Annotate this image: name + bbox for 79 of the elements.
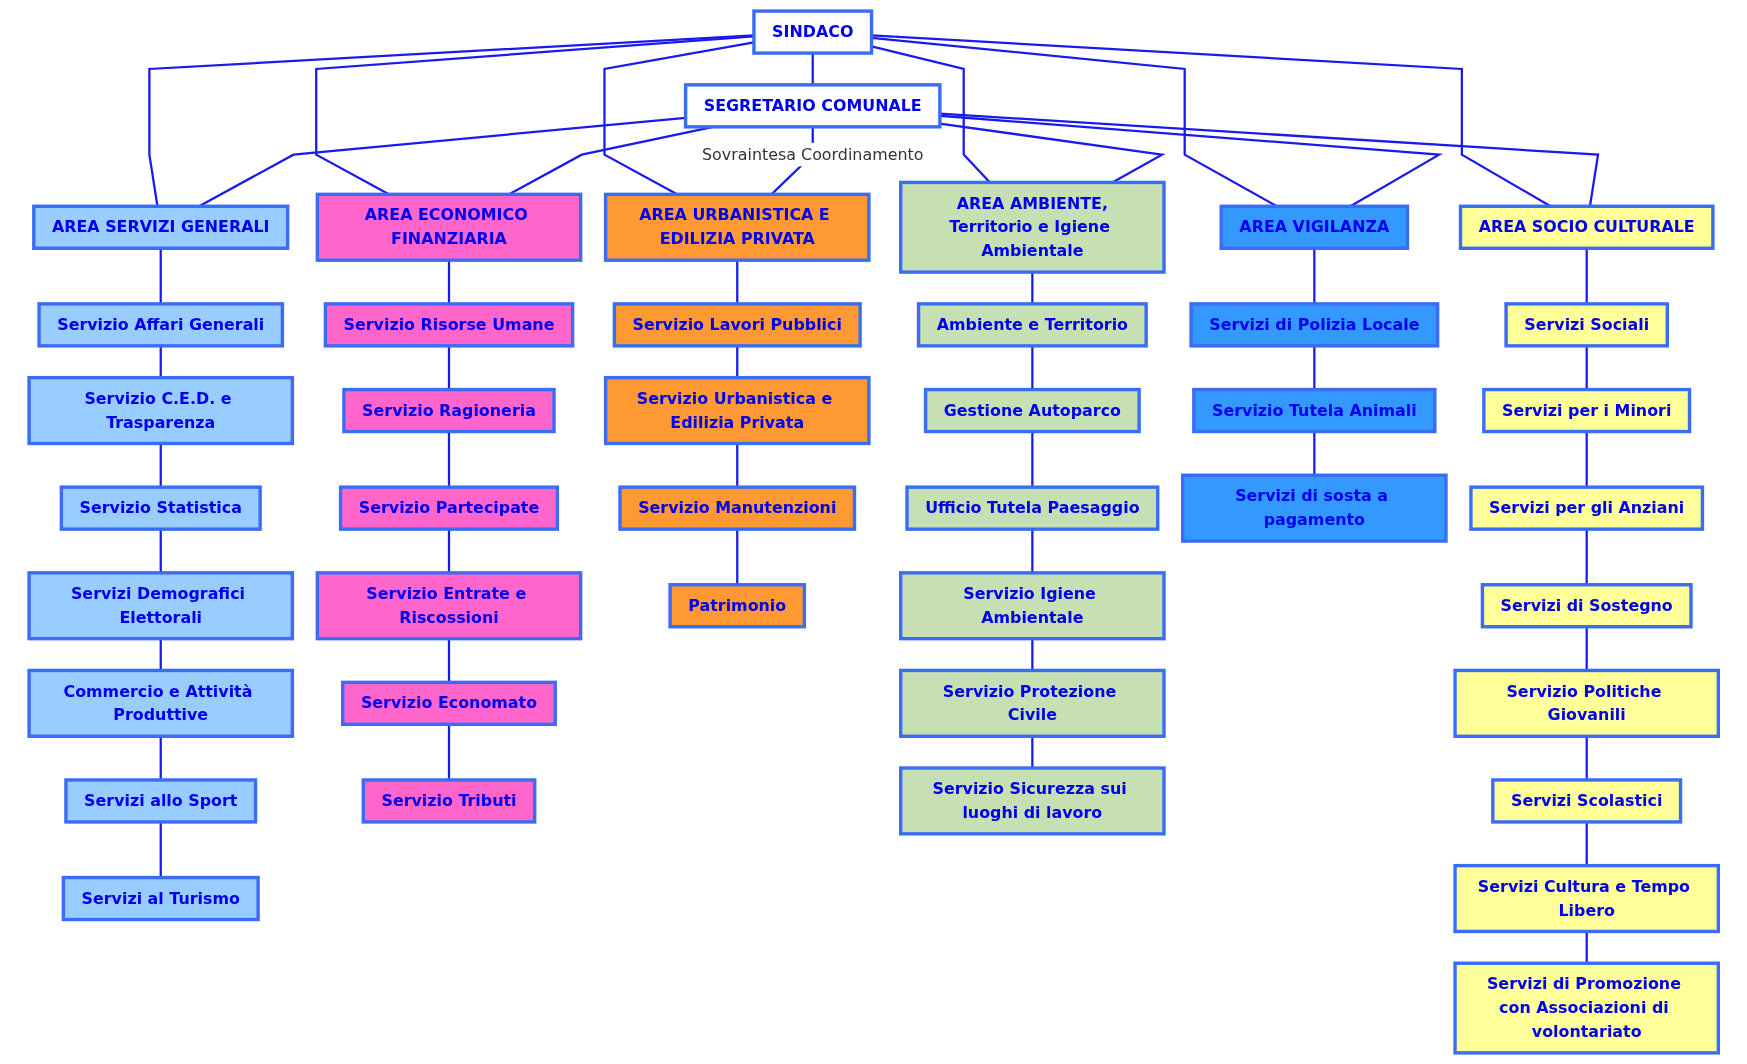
connector: [1585, 345, 1588, 390]
node-box: Servizi Scolastici: [1490, 778, 1683, 824]
connector: [159, 736, 162, 780]
connector: [735, 260, 739, 304]
connector: [1585, 626, 1588, 671]
node-box: Servizi per i Minori: [1481, 387, 1691, 434]
node-box: AREA ECONOMICO FINANZIARIA: [315, 192, 583, 262]
node-box: Servizi al Turismo: [61, 875, 260, 922]
node-box: Servizio Ragioneria: [342, 387, 556, 434]
connector: [159, 821, 162, 878]
node-box: Servizio Sicurezza sui luoghi di lavoro: [898, 766, 1166, 836]
connector: [159, 345, 162, 378]
node-box: AREA AMBIENTE, Territorio e Igiene Ambientale: [898, 180, 1166, 274]
node-box: Servizi di sosta a pagamento: [1180, 473, 1448, 543]
connector: [1312, 345, 1316, 390]
connector: [1585, 248, 1588, 304]
node-box: Servizio Igiene Ambientale: [898, 571, 1166, 641]
node-box: Servizio Politiche Giovanili: [1453, 668, 1720, 738]
node-box: Gestione Autoparco: [923, 387, 1141, 434]
node-box: Servizio Protezione Civile: [898, 668, 1166, 738]
connector: [1031, 345, 1034, 390]
connector: [1585, 431, 1588, 488]
connector: [447, 431, 450, 488]
node-box: Servizio Statistica: [59, 485, 262, 531]
node-box: Servizio Manutenzioni: [618, 485, 856, 531]
node-box: Commercio e Attività Produttive: [27, 668, 294, 738]
node-box: Servizi di Promozione con Associazioni di volontariato: [1453, 961, 1720, 1055]
node-box: Servizi allo Sport: [64, 778, 258, 824]
node-box: AREA SERVIZI GENERALI: [31, 204, 290, 250]
node-box: Servizio C.E.D. e Trasparenza: [27, 375, 294, 446]
connector: [447, 724, 450, 780]
connector: [159, 248, 162, 304]
node-box: Patrimonio: [668, 583, 806, 629]
edge-label: Sovraintesa Coordinamento: [701, 145, 924, 164]
node-box: Servizi per gli Anziani: [1469, 485, 1704, 531]
connector: [1312, 248, 1316, 304]
connector: [1031, 638, 1034, 671]
node-box: Servizio Affari Generali: [37, 302, 284, 348]
node-box: Servizio Urbanistica e Edilizia Privata: [603, 375, 871, 446]
node-box: Servizio Tutela Animali: [1191, 387, 1437, 434]
connector: [1585, 529, 1588, 585]
connector: [1031, 529, 1034, 573]
node-box: Servizi di Sostegno: [1480, 583, 1693, 629]
connector: [811, 53, 814, 85]
connector: [939, 112, 1600, 207]
node-box: Servizio Lavori Pubblici: [612, 302, 862, 348]
node-box: Servizio Risorse Umane: [323, 302, 575, 348]
node-box: SINDACO: [752, 9, 874, 55]
node-box: Ufficio Tutela Paesaggio: [905, 485, 1160, 531]
node-box: Ambiente e Territorio: [916, 302, 1148, 348]
connector: [1585, 736, 1588, 780]
connector: [447, 345, 450, 390]
node-box: AREA URBANISTICA E EDILIZIA PRIVATA: [603, 192, 871, 262]
connector: [735, 529, 739, 585]
node-box: Servizio Entrate e Riscossioni: [315, 571, 583, 641]
connector: [1312, 431, 1316, 476]
connector: [1031, 431, 1034, 488]
connector: [735, 443, 739, 488]
connector: [159, 443, 162, 488]
connector: [159, 529, 162, 573]
node-box: Servizi Sociali: [1504, 302, 1669, 348]
connector: [1585, 931, 1588, 964]
node-box: Servizio Economato: [340, 680, 557, 727]
connector: [1031, 736, 1034, 769]
node-box: Servizi di Polizia Locale: [1189, 302, 1440, 348]
connector: [447, 260, 450, 304]
connector: [1031, 272, 1034, 304]
node-box: AREA VIGILANZA: [1219, 204, 1409, 250]
node-box: Servizio Partecipate: [338, 485, 559, 531]
connector: [447, 638, 450, 683]
connector: [159, 638, 162, 671]
node-box: SEGRETARIO COMUNALE: [683, 83, 942, 129]
connector: [447, 529, 450, 573]
node-box: Servizi Cultura e Tempo Libero: [1453, 863, 1720, 934]
node-box: Servizi Demografici Elettorali: [27, 571, 294, 641]
node-box: AREA SOCIO CULTURALE: [1458, 204, 1715, 250]
connector: [1585, 821, 1588, 866]
node-box: Servizio Tributi: [361, 778, 537, 824]
connector: [735, 345, 739, 378]
